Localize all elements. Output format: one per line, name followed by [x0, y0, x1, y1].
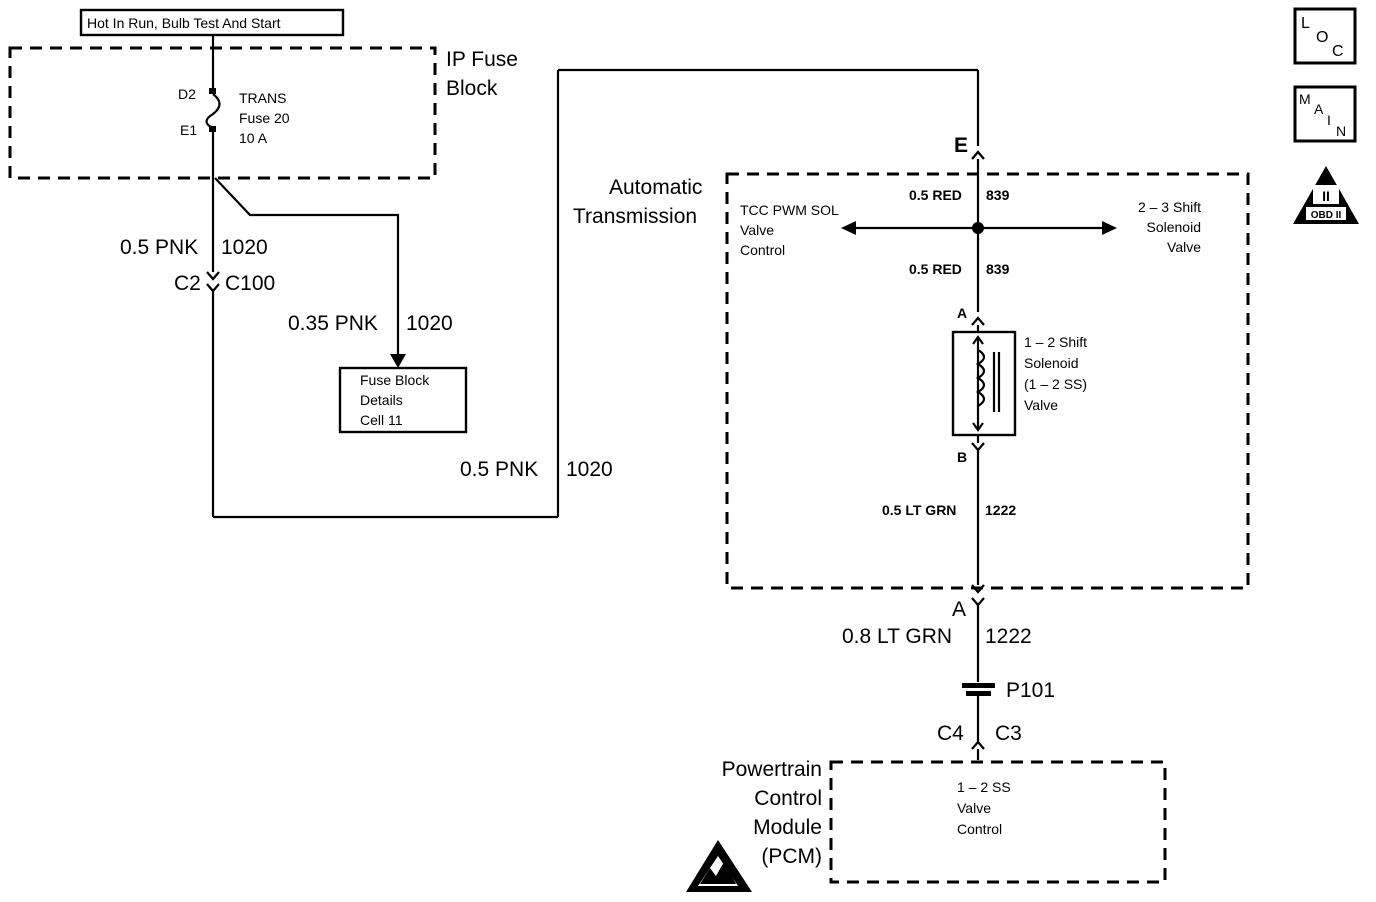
transmission-title-2: Transmission [573, 205, 697, 228]
pcm-inner-1: 1 – 2 SS [957, 779, 1011, 795]
solenoid-label-2: Solenoid [1024, 355, 1079, 371]
fuse-block-details-1: Fuse Block [360, 372, 430, 388]
loc-icon-letter-l: L [1301, 15, 1310, 32]
wire-long-pnk-size: 0.5 PNK [460, 458, 538, 481]
tcc-label-2: Valve [740, 222, 774, 238]
wire-long-pnk-circuit: 1020 [566, 458, 613, 481]
power-source-box: Hot In Run, Bulb Test And Start [79, 8, 345, 37]
connector-b-solenoid: B [957, 449, 967, 465]
solenoid-label-3: (1 – 2 SS) [1024, 376, 1087, 392]
wire-red-lower-size: 0.5 RED [909, 261, 962, 277]
loc-icon-letter-c: C [1332, 43, 1344, 60]
solenoid-label-4: Valve [1024, 397, 1058, 413]
shift-solenoid-1-2 [951, 330, 1017, 437]
connector-a-transmission: A [952, 598, 966, 621]
automatic-transmission: Automatic Transmission E 0.5 RED 839 0.5… [573, 134, 1250, 594]
power-source-label: Hot In Run, Bulb Test And Start [87, 15, 281, 31]
main-icon-letter-n: N [1336, 123, 1346, 139]
shift-23-label-2: Solenoid [1147, 219, 1202, 235]
circuit-1222-lower: A 0.8 LT GRN 1222 P101 C4 C3 [842, 597, 1055, 760]
pcm-inner-3: Control [957, 821, 1002, 837]
wire-grn-inner-circuit: 1222 [985, 502, 1016, 518]
connector-c4: C4 [937, 722, 964, 745]
connector-c100: C100 [225, 272, 275, 295]
wire-grn-outer-circuit: 1222 [985, 625, 1032, 648]
ip-fuse-block: IP Fuse Block D2 E1 TRANS Fuse 20 10 A [8, 35, 518, 180]
terminal-d2: D2 [178, 86, 196, 102]
fuse-block-details-3: Cell 11 [360, 412, 403, 428]
fuse-block-details-2: Details [360, 392, 403, 408]
loc-icon: L O C [1293, 7, 1357, 65]
solenoid-label-1: 1 – 2 Shift [1024, 334, 1087, 350]
wire-red-upper-circuit: 839 [986, 187, 1010, 203]
esd-warning-icon [686, 840, 752, 892]
shift-23-label-3: Valve [1167, 239, 1201, 255]
fuse-block-details-box: Fuse Block Details Cell 11 [338, 366, 468, 434]
obd-ii-label: OBD II [1311, 210, 1342, 221]
shift-23-label-1: 2 – 3 Shift [1138, 199, 1201, 215]
wire-grn-outer-size: 0.8 LT GRN [842, 625, 952, 648]
pcm-inner-2: Valve [957, 800, 991, 816]
terminal-e1: E1 [180, 122, 197, 138]
main-icon-letter-i: I [1327, 112, 1331, 128]
ip-fuse-block-title-1: IP Fuse [446, 48, 518, 71]
main-icon-letter-m: M [1299, 91, 1311, 107]
fuse-name: TRANS [239, 90, 286, 106]
passthrough-p101 [962, 683, 995, 696]
tcc-label-3: Control [740, 242, 785, 258]
main-icon: M A I N [1293, 85, 1357, 143]
obd-ii-numeral: II [1322, 188, 1330, 204]
connector-a-solenoid: A [957, 305, 967, 321]
fuse-number: Fuse 20 [239, 110, 290, 126]
connector-p101: P101 [1006, 679, 1055, 702]
fuse-rating: 10 A [239, 130, 268, 146]
wire-0-5-pnk-circuit: 1020 [221, 236, 268, 259]
connector-e: E [954, 134, 968, 157]
pcm-title-2: Control [754, 787, 822, 810]
pcm-title-1: Powertrain [722, 758, 822, 781]
connector-c2: C2 [174, 272, 201, 295]
wire-0-35-pnk-circuit: 1020 [406, 312, 453, 335]
pcm-module: Powertrain Control Module (PCM) 1 – 2 SS… [722, 758, 1167, 884]
connector-c3: C3 [995, 722, 1022, 745]
pcm-title-3: Module [753, 816, 822, 839]
pcm-title-4: (PCM) [761, 845, 822, 868]
wire-0-5-pnk-size: 0.5 PNK [120, 236, 198, 259]
loc-icon-letter-o: O [1316, 29, 1328, 46]
tcc-label-1: TCC PWM SOL [740, 202, 839, 218]
ip-fuse-block-title-2: Block [446, 77, 498, 100]
wire-grn-inner-size: 0.5 LT GRN [882, 502, 956, 518]
wire-red-lower-circuit: 839 [986, 261, 1010, 277]
circuit-1020: 0.5 PNK 1020 C2 C100 0.35 PNK 1020 0.5 P… [120, 68, 980, 519]
wire-red-upper-size: 0.5 RED [909, 187, 962, 203]
wire-0-35-pnk-size: 0.35 PNK [288, 312, 378, 335]
obd-ii-icon: II OBD II [1293, 166, 1359, 224]
main-icon-letter-a: A [1314, 101, 1324, 117]
transmission-title-1: Automatic [609, 176, 702, 199]
